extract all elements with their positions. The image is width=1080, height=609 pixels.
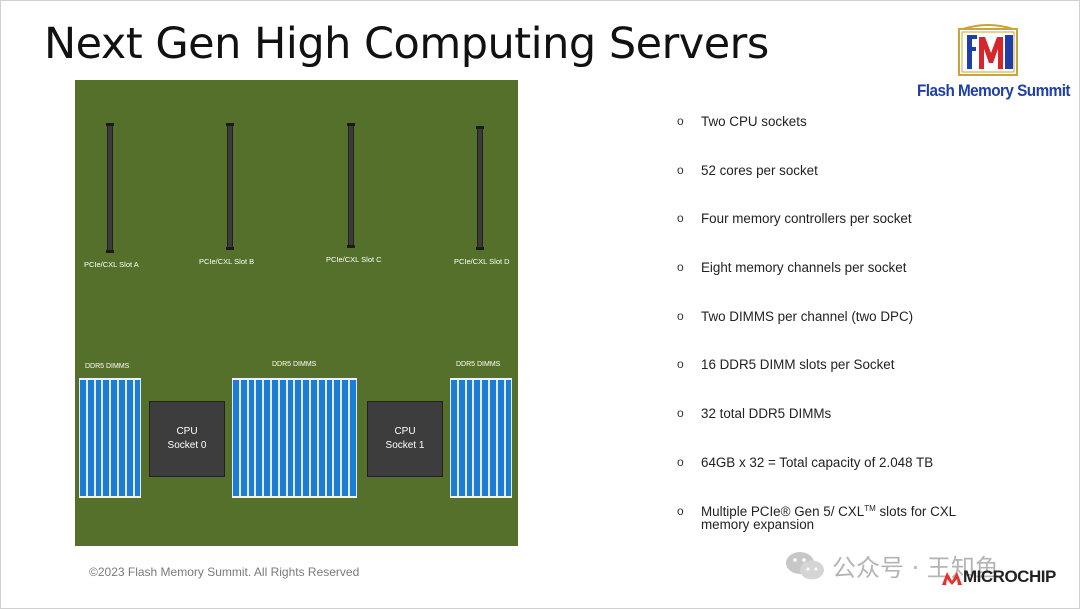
dimm-slot [481,378,489,498]
dimm-slot [263,378,271,498]
slot-label-b: PCIe/CXL Slot B [199,257,255,266]
bullet-circle-icon: o [677,357,684,371]
bullet-circle-icon: o [677,504,684,518]
dimm-slot [457,378,466,498]
dimm-slot [473,378,482,498]
dimm-slot [255,378,264,498]
logo-text: Flash Memory Summit [917,81,1071,100]
dimm-group-right [450,378,513,498]
bullet-circle-icon: o [677,260,684,274]
flash-memory-summit-logo-icon [958,24,1018,76]
cpu-socket-label: Socket 1 [385,440,425,451]
pcie-slot-a [106,123,114,253]
bullet-circle-icon: o [677,406,684,420]
dimm-slot [86,378,95,498]
slot-label-c: PCIe/CXL Slot C [326,255,382,264]
dimm-slot [94,378,103,498]
cpu-label: CPU [176,426,198,437]
bullet-circle-icon: o [677,114,684,128]
dimm-slot [270,378,279,498]
ddr5-label-left: DDR5 DIMMS [85,363,130,370]
dimm-slot [294,378,303,498]
dimm-slot [117,378,126,498]
slot-label-a: PCIe/CXL Slot A [84,260,139,269]
pcie-slot-b [226,123,234,250]
watermark-text: 公众号 · 王知鱼 [832,554,999,582]
microchip-text: MICROCHIP [963,567,1056,586]
dimm-slot [325,378,334,498]
bullet-circle-icon: o [677,163,684,177]
ddr5-label-center: DDR5 DIMMS [272,361,317,368]
dimm-slot [309,378,318,498]
watermark: 公众号 · 王知鱼 [784,548,999,583]
dimm-slot [341,378,349,498]
microchip-brand: MICROCHIP [941,567,1056,587]
dimm-slot [450,378,458,498]
dimm-slot [133,378,142,498]
dimm-slot [317,378,326,498]
bullet-circle-icon: o [677,309,684,323]
dimm-slot [239,378,248,498]
dimm-slot [102,378,111,498]
wechat-icon [786,551,824,579]
pcie-slot-d [476,126,484,250]
bullet-circle-icon: o [677,455,684,469]
dimm-group-left [79,378,142,498]
cpu-socket-1: CPU Socket 1 [367,401,443,477]
dimm-slot [110,378,118,498]
dimm-slot [465,378,474,498]
dimm-slot [232,378,240,498]
dimm-slot [286,378,295,498]
dimm-slot [302,378,310,498]
copyright-footer: ©2023 Flash Memory Summit. All Rights Re… [89,565,360,579]
dimm-slot [125,378,134,498]
dimm-slot [488,378,497,498]
cpu-label: CPU [394,426,416,437]
dimm-slot [504,378,513,498]
bullet-circle-icon: o [677,211,684,225]
cpu-socket-label: Socket 0 [167,440,207,451]
slide-title: Next Gen High Computing Servers [44,19,769,69]
dimm-slot [247,378,256,498]
pcie-slot-c [347,123,355,248]
dimm-slot [79,378,87,498]
dimm-slot [496,378,505,498]
dimm-slot [278,378,287,498]
dimm-slot [348,378,357,498]
microchip-logo-icon [942,572,962,585]
cpu-socket-0: CPU Socket 0 [149,401,225,477]
dimm-group-center [232,378,357,498]
slot-label-d: PCIe/CXL Slot D [454,257,510,266]
server-board-diagram: PCIe/CXL Slot A PCIe/CXL Slot B PCIe/CXL… [75,80,518,546]
dimm-slot [333,378,342,498]
ddr5-label-right: DDR5 DIMMS [456,361,501,368]
